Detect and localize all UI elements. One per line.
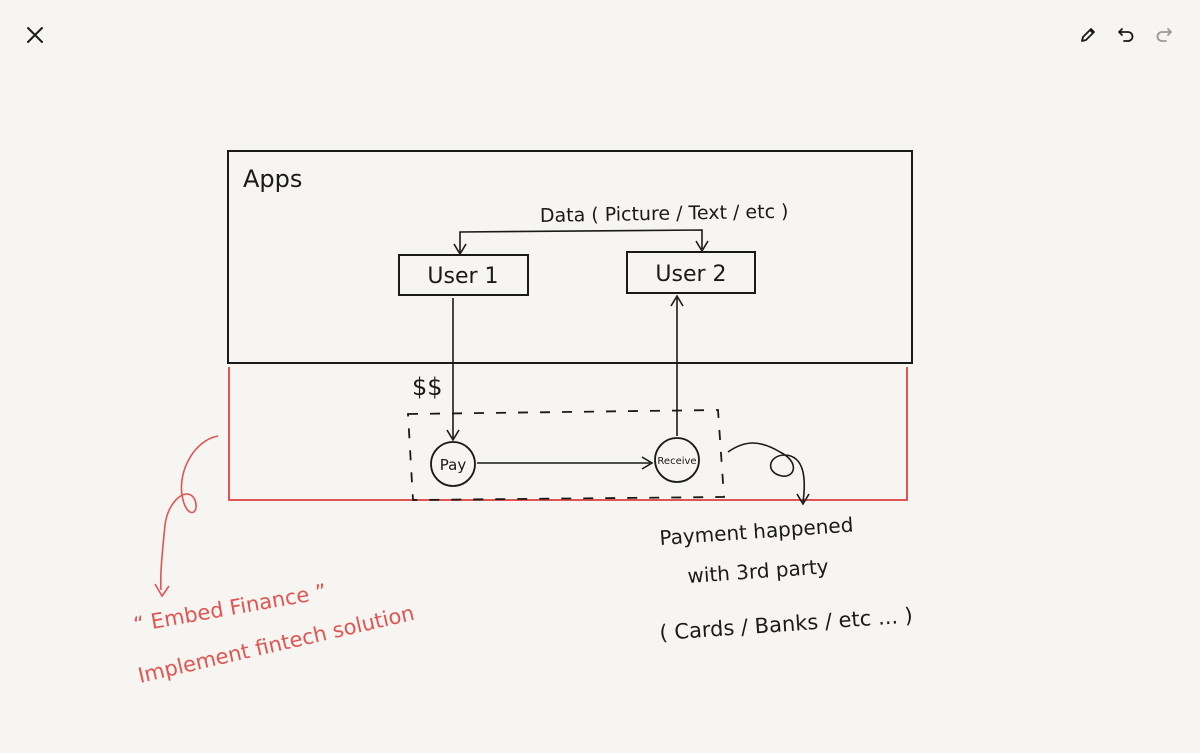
apps-label: Apps <box>243 165 302 193</box>
receive-label: Receive <box>657 456 696 467</box>
fintech-note-connector <box>159 435 219 591</box>
receive-to-user2-arrowhead <box>670 294 684 307</box>
undo-button[interactable] <box>1110 19 1142 51</box>
fintech-region <box>228 367 908 501</box>
close-icon <box>27 27 43 43</box>
user1-label: User 1 <box>427 264 498 289</box>
fintech-note-arrowhead <box>154 583 170 598</box>
payment-note-line2: with 3rd party <box>687 554 830 588</box>
pay-circle <box>430 441 476 487</box>
pay-to-receive-arrowhead <box>641 456 654 470</box>
pencil-icon <box>1081 28 1095 42</box>
payment-note-connector <box>727 442 806 503</box>
payment-note-line1: Payment happened <box>659 512 854 549</box>
redo-button[interactable] <box>1148 19 1180 51</box>
apps-box <box>227 150 913 364</box>
payment-note-arrowhead <box>796 493 810 506</box>
pen-tool-button[interactable] <box>1072 19 1104 51</box>
data-label: Data ( Picture / Text / etc ) <box>540 201 789 227</box>
undo-icon <box>1118 28 1134 42</box>
data-arrow-line <box>459 229 703 252</box>
user1-to-pay-arrowhead <box>446 429 460 442</box>
money-label: $$ <box>412 373 443 401</box>
close-button[interactable] <box>19 19 51 51</box>
user2-label: User 2 <box>655 262 726 287</box>
redo-icon <box>1156 28 1172 42</box>
pay-label: Pay <box>440 456 467 474</box>
user1-box <box>398 254 529 296</box>
payment-note-line3: ( Cards / Banks / etc ... ) <box>659 603 914 645</box>
receive-circle <box>654 437 700 483</box>
payment-dashed-region <box>407 409 725 501</box>
user2-box <box>626 251 756 294</box>
